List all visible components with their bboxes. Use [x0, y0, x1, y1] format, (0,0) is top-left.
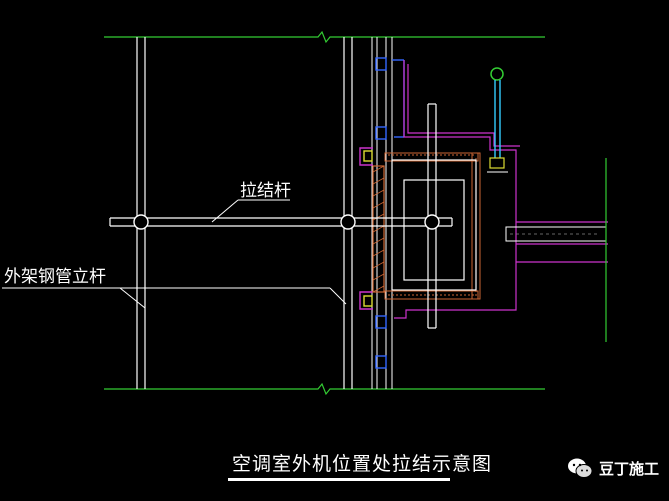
couplers — [133, 214, 440, 230]
break-line-bottom — [104, 382, 545, 396]
caption-underline — [228, 478, 450, 481]
tie-rod — [109, 217, 453, 227]
coupler-middle — [340, 214, 356, 230]
brick-infill — [372, 165, 385, 293]
window-fittings — [375, 57, 405, 369]
scaffold-pole-label: 外架钢管立杆 — [4, 267, 106, 287]
brackets — [359, 147, 373, 310]
scaffold-poles — [136, 37, 353, 389]
watermark-brand: 豆丁施工 — [598, 459, 659, 478]
coupler-left — [133, 214, 149, 230]
floor-slab — [505, 158, 607, 342]
watermark: 豆丁施工 — [567, 457, 659, 479]
ac-shelf — [391, 159, 477, 291]
insulation-outline — [394, 60, 608, 319]
hanging-rod — [487, 67, 508, 173]
wall-lines — [371, 37, 393, 389]
tie-rod-label: 拉结杆 — [240, 181, 291, 201]
leader-lines — [2, 199, 347, 309]
coupler-right — [424, 214, 440, 230]
wechat-icon — [567, 458, 593, 478]
drawing-caption: 空调室外机位置处拉结示意图 — [232, 453, 493, 475]
break-line-top — [104, 30, 545, 44]
